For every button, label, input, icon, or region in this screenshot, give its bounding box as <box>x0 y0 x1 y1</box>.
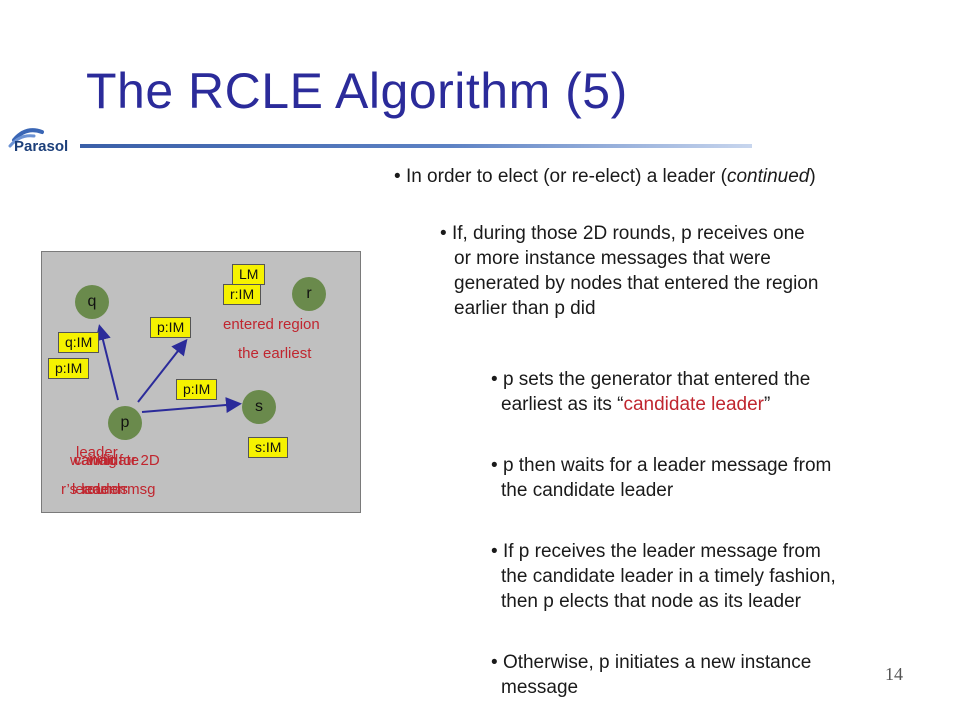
bullet-l2-line1: • If, during those 2D rounds, p receives… <box>440 223 805 244</box>
node-r: r <box>292 277 326 311</box>
label-overlap-rounds: rounds <box>82 481 128 498</box>
bullet-l3d-line2: message <box>501 677 579 698</box>
tag-s-im: s:IM <box>248 437 289 458</box>
node-p: p <box>108 406 142 440</box>
tag-q-im: q:IM <box>58 332 100 353</box>
bullet-l3b-line1: • p then waits for a leader message from <box>491 455 832 476</box>
bullet-l2-line3: generated by nodes that entered the regi… <box>454 273 819 294</box>
node-s: s <box>242 390 276 424</box>
title-rule <box>80 144 752 148</box>
label-the-earliest: the earliest <box>238 345 312 362</box>
tag-p-im-mid: p:IM <box>176 379 218 400</box>
network-diagram: q r p s LM r:IM p:IM q:IM p:IM p:IM s:IM… <box>41 251 361 513</box>
label-overlap-candidate: candidate <box>74 452 140 469</box>
bullet-l3d-line1: • Otherwise, p initiates a new instance <box>491 652 812 673</box>
candidate-leader-highlight: candidate leader <box>623 394 764 415</box>
arrow-p-to-s <box>141 397 242 413</box>
bullet-l3a-line1: • p sets the generator that entered the <box>491 369 811 390</box>
slide-title: The RCLE Algorithm (5) <box>86 63 628 119</box>
label-overlap-waiting: waiting <box>70 452 117 469</box>
arrows-layer <box>95 324 242 413</box>
arrow-p-to-r <box>137 338 188 403</box>
parasol-logo-icon <box>8 128 44 148</box>
label-overlap-leader-r: leader=r <box>72 481 128 498</box>
bullet-l3c-line1: • If p receives the leader message from <box>491 541 821 562</box>
tag-r-im: r:IM <box>223 284 262 305</box>
page-number: 14 <box>885 664 903 684</box>
bullet-l3b-line2: the candidate leader <box>501 480 674 501</box>
bullet-l2-line2: or more instance messages that were <box>454 248 771 269</box>
label-overlap-leader: leader <box>76 444 118 461</box>
tag-lm: LM <box>232 264 266 285</box>
logo-text: Parasol <box>14 138 69 155</box>
label-overlap-wait-for-2d: wait for 2D <box>88 452 160 469</box>
tag-p-im-left: p:IM <box>48 358 90 379</box>
arrow-p-to-q <box>95 324 119 401</box>
bullet-l3a-line2: earliest as its “candidate leader” <box>501 394 771 415</box>
label-overlap-r-leader-msg: r’s leader msg <box>61 481 156 498</box>
label-entered-region: entered region <box>223 316 320 333</box>
bullet-l3c-line3: then p elects that node as its leader <box>501 591 801 612</box>
bullet-l1: • In order to elect (or re-elect) a lead… <box>394 166 816 187</box>
tag-p-im-top: p:IM <box>150 317 192 338</box>
bullet-l2-line4: earlier than p did <box>454 298 596 319</box>
bullet-l3c-line2: the candidate leader in a timely fashion… <box>501 566 836 587</box>
node-q: q <box>75 285 109 319</box>
